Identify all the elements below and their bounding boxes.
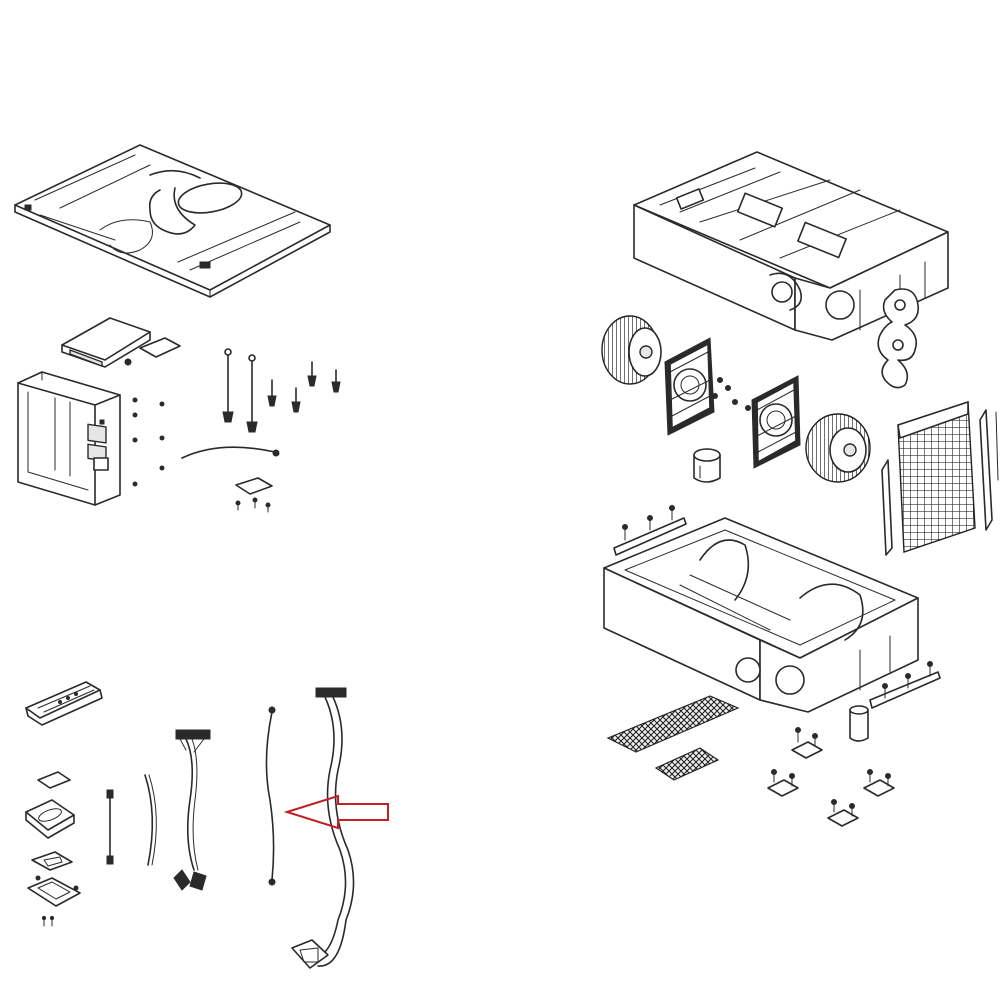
display-panel	[37, 771, 71, 789]
float-part	[877, 288, 920, 389]
capacitor	[693, 448, 721, 483]
clip-bracket	[235, 477, 273, 513]
left-blower-wheel	[601, 315, 662, 385]
display-cover	[25, 799, 75, 839]
wire-curved	[144, 774, 157, 866]
upper-housing	[633, 151, 949, 341]
air-filter	[881, 401, 999, 556]
remote-control	[25, 681, 103, 726]
power-cord-plug	[291, 687, 355, 969]
caster-wheels	[767, 727, 895, 827]
highlight-arrow	[283, 794, 389, 830]
lower-base	[603, 517, 919, 713]
top-cover-plate	[14, 144, 331, 298]
right-fan-grille	[751, 375, 801, 469]
side-rail	[613, 505, 941, 709]
left-fan-grille	[664, 337, 751, 436]
right-blower-wheel	[805, 413, 871, 483]
float-part	[849, 705, 869, 742]
drain-screen-small	[654, 747, 720, 781]
display-frame	[31, 851, 73, 871]
pcb-board	[61, 317, 181, 368]
control-box-assembly	[17, 371, 121, 506]
wire-small	[106, 789, 114, 865]
wire-harness-4pin	[173, 729, 211, 891]
power-cord-wire	[265, 706, 276, 886]
sensor-wire	[181, 446, 280, 459]
control-screws	[132, 348, 341, 487]
drain-screen-large	[606, 695, 740, 753]
display-base	[27, 875, 81, 927]
